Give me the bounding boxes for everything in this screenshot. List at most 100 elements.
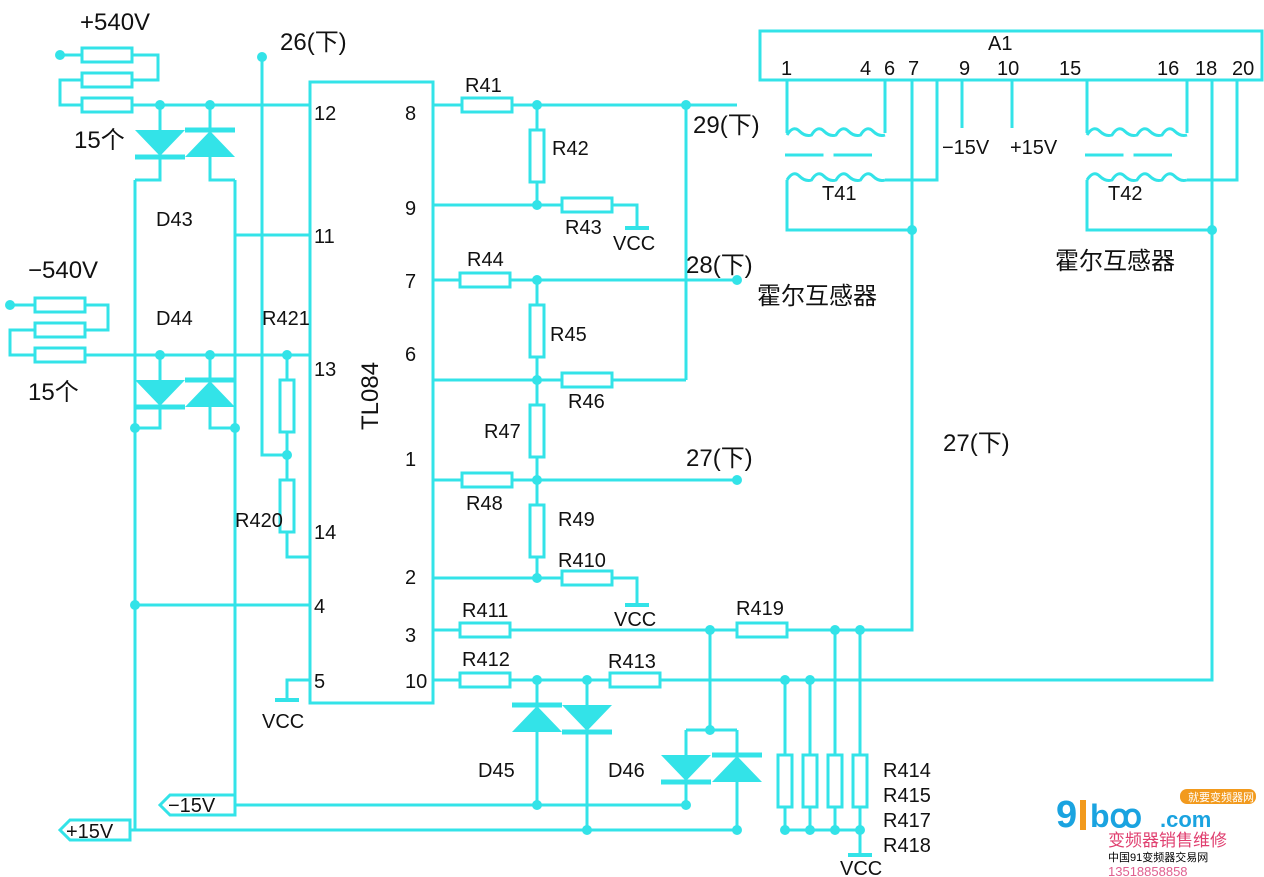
wire bbox=[285, 678, 310, 700]
pin-label: 12 bbox=[314, 103, 336, 125]
module-pin: 18 bbox=[1195, 58, 1217, 80]
resistor bbox=[80, 71, 134, 89]
vcc-label: VCC bbox=[840, 858, 882, 877]
resistor bbox=[458, 621, 512, 639]
diode bbox=[135, 130, 185, 156]
diode bbox=[562, 705, 612, 731]
logo-slogan: 变频器销售维修 bbox=[1108, 831, 1227, 850]
wire bbox=[58, 78, 82, 107]
r414-label: R414 bbox=[883, 760, 931, 782]
vcc-label: VCC bbox=[613, 233, 655, 255]
resistor bbox=[278, 378, 296, 434]
pin-label: 14 bbox=[314, 522, 336, 544]
module-name: A1 bbox=[988, 33, 1012, 55]
wire bbox=[1085, 180, 1212, 232]
r419-label: R419 bbox=[736, 598, 784, 620]
r411-label: R411 bbox=[462, 600, 508, 622]
diode bbox=[661, 755, 711, 781]
pos540-label: +540V bbox=[80, 9, 150, 36]
logo-tag: 就要变频器网 bbox=[1188, 790, 1254, 804]
junction-dot bbox=[532, 800, 542, 810]
resistor bbox=[33, 296, 87, 314]
ic-left-pins: 12 11 13 14 4 5 bbox=[314, 103, 336, 693]
d46-label: D46 bbox=[608, 760, 645, 782]
pin-label: 7 bbox=[405, 271, 416, 293]
wire bbox=[787, 80, 914, 632]
wire bbox=[785, 180, 912, 232]
junction-dot bbox=[5, 300, 15, 310]
vcc-label: VCC bbox=[262, 711, 304, 733]
wire bbox=[260, 57, 287, 457]
r42-label: R42 bbox=[552, 138, 589, 160]
r47-label: R47 bbox=[484, 421, 521, 443]
wire bbox=[208, 157, 235, 182]
wire bbox=[612, 203, 639, 228]
resistor bbox=[560, 196, 614, 214]
resistor bbox=[560, 569, 614, 587]
pin-label: 3 bbox=[405, 625, 416, 647]
wire bbox=[135, 408, 162, 430]
junction-dot bbox=[582, 825, 592, 835]
transformer-coil bbox=[785, 172, 886, 182]
wire bbox=[208, 407, 235, 430]
r49-label: R49 bbox=[558, 509, 595, 531]
resistor bbox=[528, 128, 546, 184]
resistor bbox=[80, 96, 134, 114]
module-pos15-label: +15V bbox=[1010, 137, 1058, 159]
d45-label: D45 bbox=[478, 760, 515, 782]
wire bbox=[132, 53, 160, 82]
vcc-label: VCC bbox=[614, 609, 656, 631]
logo-com: .com bbox=[1160, 807, 1211, 832]
resistor bbox=[560, 371, 614, 389]
tl084-ic bbox=[308, 80, 435, 705]
module-a1 bbox=[758, 29, 1264, 82]
neg15-tag-label: −15V bbox=[168, 795, 216, 817]
resistor bbox=[33, 321, 87, 339]
diode bbox=[185, 381, 235, 407]
transformer-coil bbox=[1085, 172, 1188, 182]
junction-dot bbox=[257, 52, 267, 62]
pin-label: 2 bbox=[405, 567, 416, 589]
connector-29: 29(下) bbox=[693, 112, 760, 139]
diode bbox=[512, 706, 562, 732]
wire bbox=[612, 576, 639, 605]
module-pin: 1 bbox=[781, 58, 792, 80]
module-pin: 20 bbox=[1232, 58, 1254, 80]
hall-sensor-label: 霍尔互感器 bbox=[757, 283, 877, 310]
t42-label: T42 bbox=[1108, 183, 1142, 205]
wire bbox=[660, 80, 1214, 682]
junction-dot bbox=[732, 825, 742, 835]
r421-label: R421 bbox=[262, 308, 310, 330]
resistor bbox=[776, 753, 794, 809]
logo-brand-nine: 9 bbox=[1056, 794, 1077, 836]
junction-dot bbox=[230, 423, 240, 433]
r46-label: R46 bbox=[568, 391, 605, 413]
pin-label: 13 bbox=[314, 359, 336, 381]
logo-phone: 13518858858 bbox=[1108, 864, 1188, 877]
logo-brand-rest: bꝏ bbox=[1090, 798, 1142, 834]
r417-label: R417 bbox=[883, 810, 931, 832]
pin-label: 5 bbox=[314, 671, 325, 693]
hall-sensor-label: 霍尔互感器 bbox=[1055, 248, 1175, 275]
logo-site: 中国91变频器交易网 bbox=[1108, 850, 1208, 864]
module-pin: 10 bbox=[997, 58, 1019, 80]
r41-label: R41 bbox=[465, 75, 502, 97]
diode bbox=[185, 131, 235, 157]
pin-label: 9 bbox=[405, 198, 416, 220]
wire bbox=[8, 328, 35, 357]
neg540-label: −540V bbox=[28, 257, 98, 284]
resistor bbox=[460, 96, 514, 114]
wire bbox=[135, 158, 162, 182]
r45-label: R45 bbox=[550, 324, 587, 346]
connector-27-module: 27(下) bbox=[943, 430, 1010, 457]
diode bbox=[135, 380, 185, 406]
t41-label: T41 bbox=[822, 183, 856, 205]
module-pin: 15 bbox=[1059, 58, 1081, 80]
pos15-tag bbox=[57, 818, 132, 842]
connector-27: 27(下) bbox=[686, 445, 753, 472]
logo-tag-bg bbox=[1180, 789, 1256, 804]
wires bbox=[5, 46, 1239, 857]
d43-label: D43 bbox=[156, 209, 193, 231]
pos15-tag-label: +15V bbox=[66, 821, 114, 843]
